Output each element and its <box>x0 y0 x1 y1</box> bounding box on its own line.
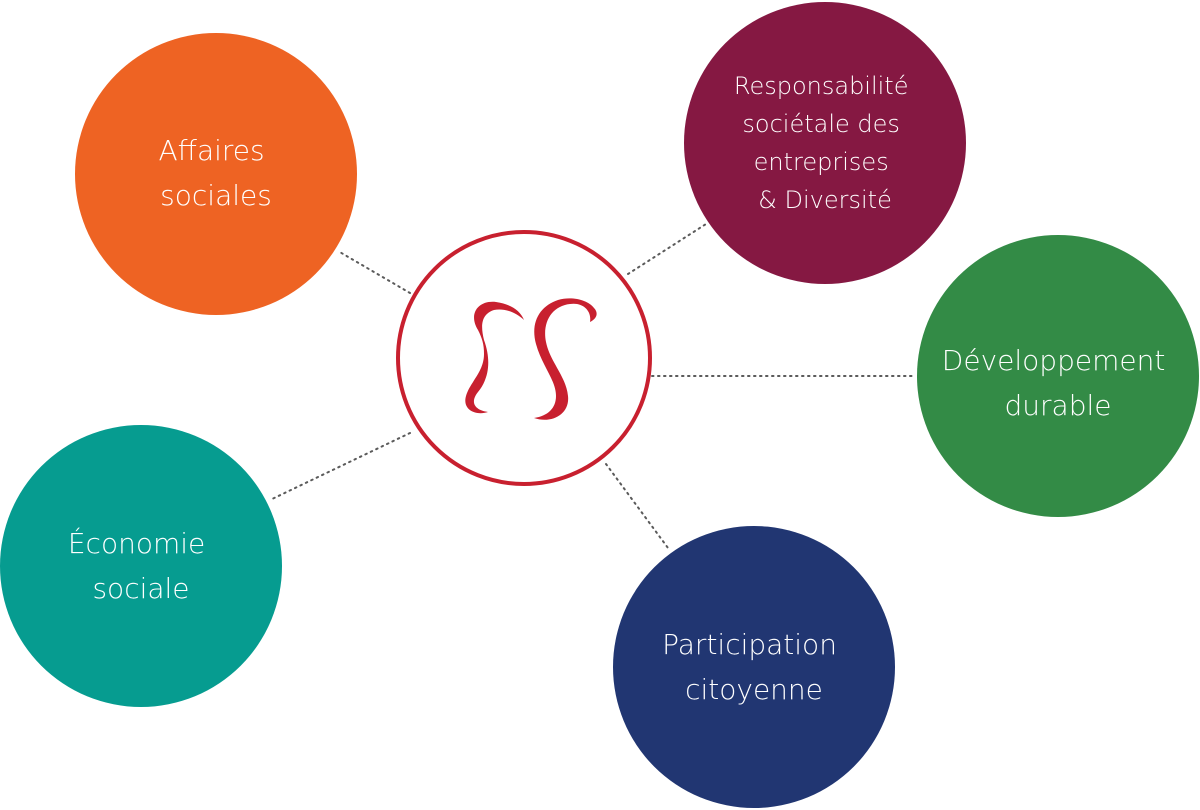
bubble-economie-sociale <box>0 425 282 707</box>
node-affaires-sociales: Affaires sociales <box>75 33 357 315</box>
label-line: Développement <box>942 344 1166 377</box>
bubble-rse-diversite <box>684 2 966 284</box>
label-line: citoyenne <box>685 673 823 706</box>
label-line: sociale <box>92 572 189 605</box>
connector-affaires-sociales <box>337 250 411 294</box>
label-line: Affaires <box>159 134 265 167</box>
label-line: Économie <box>68 526 205 560</box>
bubble-developpement-durable <box>917 235 1199 517</box>
node-economie-sociale: Économie sociale <box>0 425 282 707</box>
connector-rse-diversite <box>627 223 707 275</box>
label-line: Participation <box>662 628 837 661</box>
label-line: sociétale des <box>742 110 900 138</box>
bubble-participation-citoyenne <box>613 526 895 808</box>
bubble-label-rse-diversite: Responsabilité sociétale des entreprises… <box>734 72 916 214</box>
connector-participation-citoyenne <box>605 463 669 549</box>
bubble-label-participation-citoyenne: Participation citoyenne <box>662 628 846 706</box>
hub <box>396 230 652 486</box>
connector-economie-sociale <box>269 432 411 501</box>
ps-monogram-logo <box>465 298 597 420</box>
node-developpement-durable: Développement durable <box>917 235 1199 517</box>
bubble-label-affaires-sociales: Affaires sociales <box>159 134 274 212</box>
label-line: durable <box>1005 389 1112 422</box>
bubble-label-economie-sociale: Économie sociale <box>68 526 214 605</box>
label-line: sociales <box>160 179 272 212</box>
bubble-label-developpement-durable: Développement durable <box>942 344 1174 422</box>
label-line: & Diversité <box>758 186 892 214</box>
node-rse-diversite: Responsabilité sociétale des entreprises… <box>684 2 966 284</box>
connectors <box>269 223 917 549</box>
node-participation-citoyenne: Participation citoyenne <box>613 526 895 808</box>
hub-circle <box>396 230 652 486</box>
label-line: Responsabilité <box>734 72 909 100</box>
bubble-affaires-sociales <box>75 33 357 315</box>
label-line: entreprises <box>754 148 889 176</box>
